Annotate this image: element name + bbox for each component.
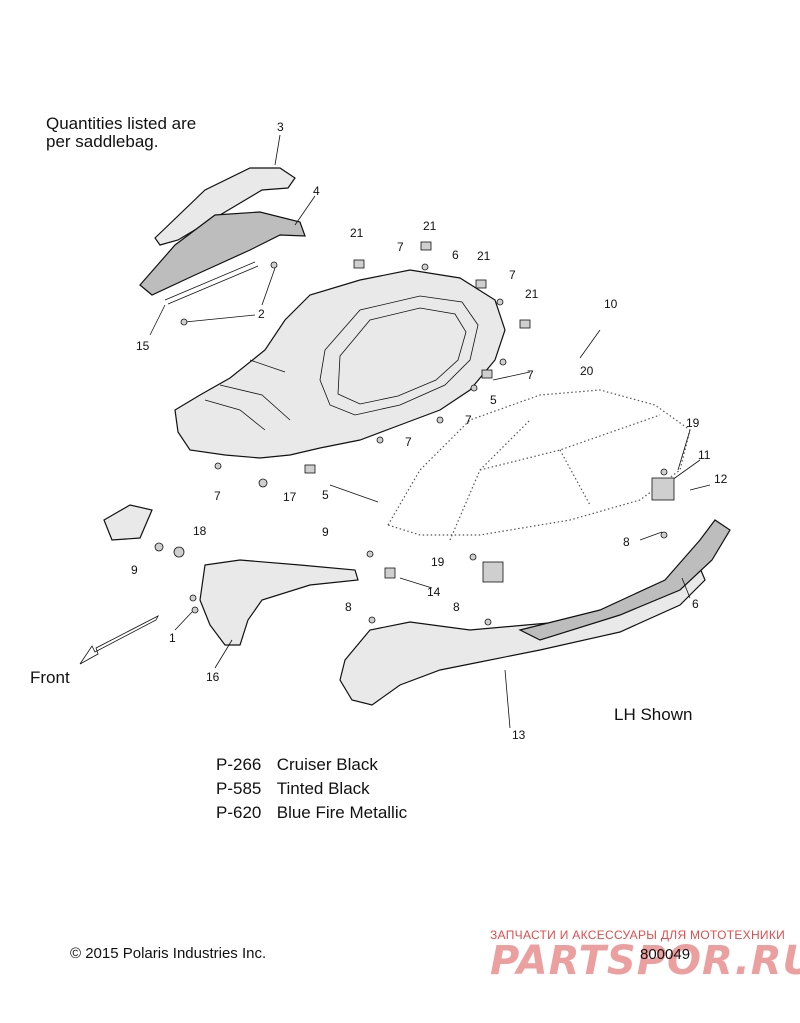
- part-4-lower-trim: [139, 211, 306, 296]
- saddlebag-body: [174, 269, 506, 459]
- saddlebag-opening: [319, 295, 479, 416]
- callout-20: 20: [580, 364, 594, 378]
- watermark-logo: PARTSPOR.RU: [490, 938, 800, 984]
- callout-7e: 7: [405, 435, 412, 449]
- callout-9b: 9: [131, 563, 138, 577]
- callout-14: 14: [427, 585, 441, 599]
- callout-8a: 8: [623, 535, 630, 549]
- callout-1: 1: [169, 631, 176, 645]
- legend-name: Tinted Black: [276, 779, 370, 798]
- callout-7d: 7: [465, 413, 472, 427]
- quantity-note-line1: Quantities listed are: [46, 114, 197, 133]
- callout-3: 3: [277, 120, 284, 134]
- legend-name: Cruiser Black: [276, 755, 378, 774]
- leader-lines: [149, 134, 711, 729]
- callout-21a: 21: [350, 226, 364, 240]
- legend-name: Blue Fire Metallic: [276, 803, 408, 822]
- callout-10: 10: [604, 297, 618, 311]
- drawing-number: 800049: [640, 946, 691, 963]
- hardware: [154, 241, 675, 626]
- callout-5a: 5: [490, 393, 497, 407]
- callout-8c: 8: [453, 600, 460, 614]
- part-13-lower-cover: [339, 567, 706, 706]
- callout-2: 2: [258, 307, 265, 321]
- part-16-front-cover: [199, 559, 359, 646]
- callout-6b: 6: [692, 597, 699, 611]
- legend-code: P-620: [216, 803, 262, 822]
- front-arrow: [79, 615, 159, 665]
- front-label: Front: [30, 668, 70, 687]
- copyright: © 2015 Polaris Industries Inc.: [70, 945, 267, 962]
- callout-21b: 21: [423, 219, 437, 233]
- callout-17: 17: [283, 490, 297, 504]
- callout-5b: 5: [322, 488, 329, 502]
- callout-18: 18: [193, 524, 207, 538]
- callout-7c: 7: [527, 368, 534, 382]
- callout-16: 16: [206, 670, 220, 684]
- callout-21d: 21: [525, 287, 539, 301]
- lid-contour: [449, 414, 661, 541]
- lh-shown-label: LH Shown: [614, 705, 693, 724]
- callout-4: 4: [313, 184, 320, 198]
- callout-7a: 7: [397, 240, 404, 254]
- quantity-note-line2: per saddlebag.: [46, 132, 159, 151]
- callout-19b: 19: [431, 555, 445, 569]
- callout-13: 13: [512, 728, 526, 742]
- legend-row: P-620 Blue Fire Metallic: [216, 802, 407, 824]
- callout-11: 11: [698, 448, 711, 462]
- part-9-bracket: [103, 504, 153, 541]
- part-15-strip: [164, 261, 259, 305]
- callout-15: 15: [136, 339, 150, 353]
- legend-code: P-585: [216, 779, 262, 798]
- part-6-rear-trim: [518, 519, 731, 641]
- legend-row: P-585 Tinted Black: [216, 778, 370, 800]
- callout-8b: 8: [345, 600, 352, 614]
- watermark-tagline: ЗАПЧАСТИ И АКСЕССУАРЫ ДЛЯ МОТОТЕХНИКИ: [490, 928, 786, 942]
- callout-6a: 6: [452, 248, 459, 262]
- callout-21c: 21: [477, 249, 491, 263]
- legend-row: P-266 Cruiser Black: [216, 754, 378, 776]
- part-3-upper-trim: [154, 167, 296, 246]
- legend-code: P-266: [216, 755, 262, 774]
- callout-9a: 9: [322, 525, 329, 539]
- saddlebag-inner-rim: [337, 307, 467, 405]
- callout-7f: 7: [214, 489, 221, 503]
- saddlebag-rear-detail: [204, 359, 291, 431]
- callout-7b: 7: [509, 268, 516, 282]
- callout-12: 12: [714, 472, 728, 486]
- callout-19a: 19: [686, 416, 700, 430]
